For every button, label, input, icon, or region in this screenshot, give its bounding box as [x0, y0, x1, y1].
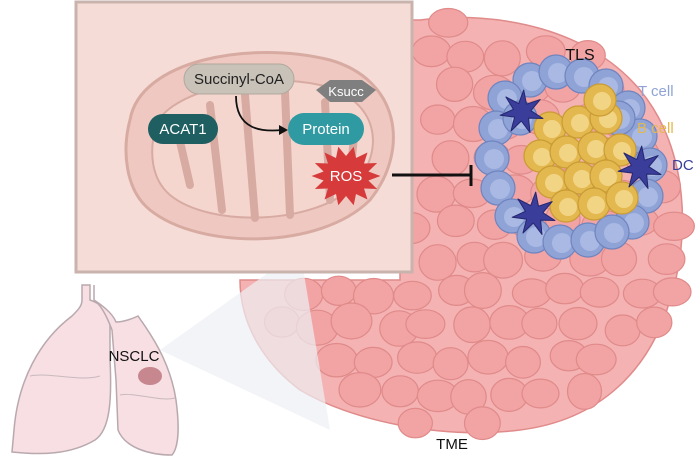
tumor-cell [432, 347, 469, 381]
tumor-cell [575, 343, 617, 376]
tertiary-lymphoid-structure [474, 54, 668, 260]
b-cell [577, 187, 611, 221]
tme-label: TME [436, 436, 468, 453]
tumor-cell [436, 204, 475, 238]
b-cell [583, 83, 617, 117]
tumor-cell [652, 211, 695, 241]
tumor-cell [566, 372, 603, 410]
tumor-cell [431, 140, 470, 177]
protein-label: Protein [302, 121, 350, 138]
tumor-cell [467, 339, 509, 375]
tumor-cell [579, 276, 620, 308]
tumor-cell [315, 342, 358, 378]
tumor-cell [411, 35, 452, 68]
tumor-cell [463, 406, 501, 441]
lungs: NSCLC [11, 284, 179, 456]
ksucc-label: Ksucc [328, 84, 364, 99]
succinyl-coa-node: Succinyl-CoA [183, 63, 295, 95]
tumor-cell [397, 341, 438, 374]
tumor-cell [393, 280, 432, 311]
t-cell [474, 140, 510, 176]
t-cell [480, 170, 516, 206]
tumor-cell [652, 277, 692, 307]
b-cell [523, 139, 557, 173]
tumor-cell [636, 306, 673, 339]
tumor-cell [511, 278, 552, 308]
dendritic-cell [511, 191, 556, 235]
tumor-cell [505, 345, 542, 379]
zoom-projection [160, 250, 330, 430]
ros-node: ROS [311, 146, 381, 206]
nsclc-tumor-spot [138, 367, 162, 385]
tumor-cell [463, 272, 502, 310]
dendritic-cell [499, 89, 544, 133]
tumor-cell [418, 244, 457, 281]
t-cell-label: T cell [638, 83, 674, 100]
succinyl-coa-label: Succinyl-CoA [194, 71, 284, 88]
tumor-cell [435, 66, 474, 103]
tumor-cell [405, 309, 446, 340]
b-cell [549, 189, 583, 223]
dendritic-cell [617, 145, 662, 189]
tumor-cell [397, 407, 433, 439]
tumor-cell [647, 243, 686, 276]
tumor-cell [521, 307, 558, 340]
ksucc-node: Ksucc [316, 80, 376, 102]
t-cell [542, 224, 578, 260]
b-cell-label: B cell [637, 120, 674, 137]
acat1-label: ACAT1 [159, 121, 206, 138]
dc-label: DC [672, 157, 694, 174]
mitochondrion-inset: Succinyl-CoA ACAT1 Protein Ksucc ROS [74, 0, 414, 274]
ros-inhibits-tls [392, 165, 473, 186]
tumor-cell [420, 104, 456, 135]
nsclc-label: NSCLC [109, 348, 160, 365]
b-cell [605, 181, 639, 215]
tumor-cell [381, 375, 420, 408]
dendritic-cells [499, 89, 662, 235]
tls-label: TLS [565, 47, 594, 64]
acat1-node: ACAT1 [148, 114, 218, 144]
b-cell [535, 165, 569, 199]
b-cells [523, 83, 639, 223]
t-cell [594, 214, 630, 250]
tumor-cell [604, 314, 641, 347]
tumor-cell [521, 378, 560, 409]
tumor-cell [428, 7, 469, 38]
tumor-cell [545, 272, 585, 305]
b-cell [577, 131, 611, 165]
tumor-cell [320, 275, 357, 306]
protein-node: Protein [288, 113, 364, 145]
b-cell [563, 161, 597, 195]
succinylation-arrowhead [279, 125, 288, 135]
b-cell [561, 105, 595, 139]
tumor-cell [483, 241, 524, 279]
succinylation-arrow [235, 95, 283, 132]
tumor-cell [338, 371, 382, 408]
tumor-cell [558, 306, 598, 341]
ros-label: ROS [330, 168, 363, 185]
tumor-cell [483, 40, 521, 77]
tumor-cell [453, 306, 491, 344]
tumor-cell [330, 302, 373, 340]
